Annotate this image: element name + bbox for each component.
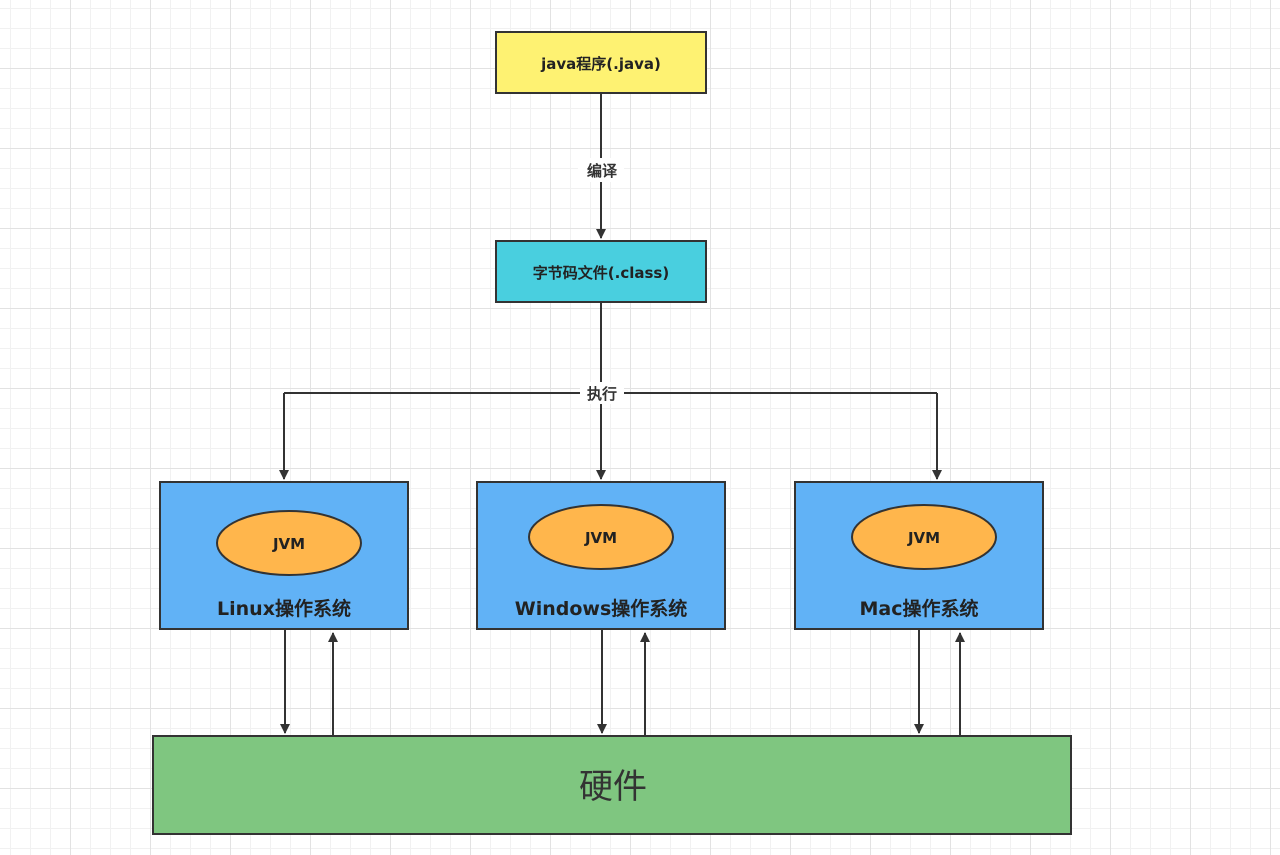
bytecode-label: 字节码文件(.class) bbox=[533, 264, 669, 282]
os-label-mac: Mac操作系统 bbox=[860, 597, 979, 620]
os-label-windows: Windows操作系统 bbox=[515, 597, 688, 620]
compile-label: 编译 bbox=[587, 162, 618, 180]
execute-label-bg bbox=[580, 382, 624, 404]
hardware-box bbox=[152, 735, 1072, 835]
jvm-ellipse-mac bbox=[851, 504, 997, 570]
java-source-box bbox=[495, 31, 707, 94]
jvm-label-mac: JVM bbox=[907, 529, 940, 547]
os-label-linux: Linux操作系统 bbox=[217, 597, 351, 620]
compile-label-bg bbox=[578, 158, 624, 182]
jvm-ellipse-linux bbox=[216, 510, 362, 576]
hardware-label: 硬件 bbox=[579, 767, 647, 807]
jvm-ellipse-windows bbox=[528, 504, 674, 570]
java-source-label: java程序(.java) bbox=[540, 55, 661, 73]
jvm-label-linux: JVM bbox=[272, 535, 305, 553]
jvm-label-windows: JVM bbox=[584, 529, 617, 547]
execute-label: 执行 bbox=[587, 385, 617, 403]
